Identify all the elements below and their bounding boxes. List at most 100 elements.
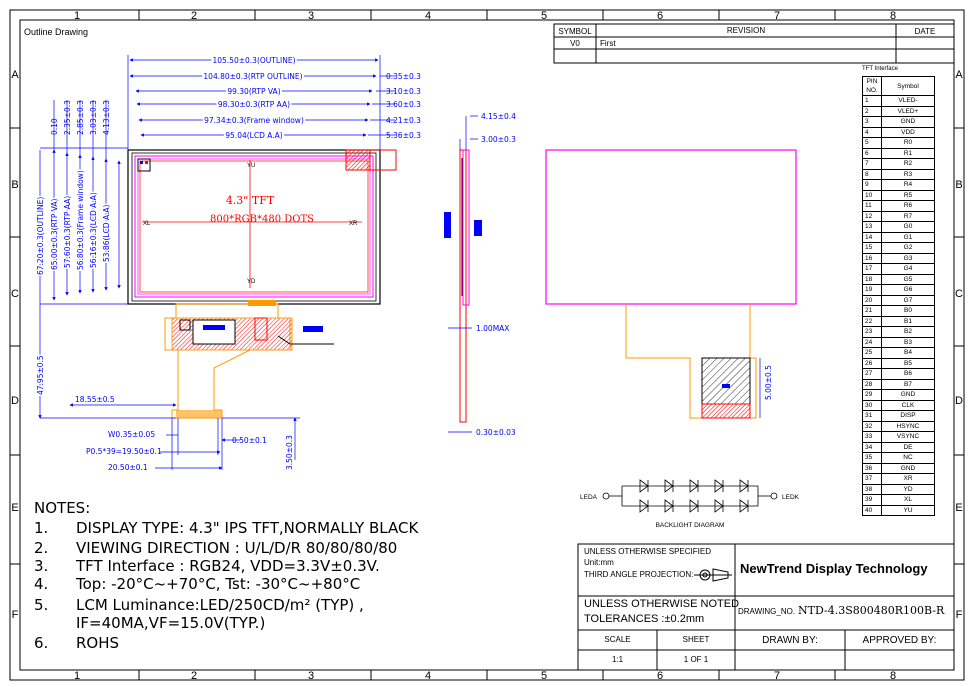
label-yu: YU [247, 163, 255, 169]
pin-number: 20 [862, 294, 882, 306]
pin-symbol: CLK [881, 399, 935, 411]
pin-symbol: R2 [881, 158, 935, 170]
note-text: Top: -20°C~+70°C, Tst: -30°C~+80°C [76, 575, 361, 593]
pin-number: 28 [862, 378, 882, 390]
pin-symbol: B0 [881, 305, 935, 317]
dim-left-top: 0.10 [50, 118, 59, 135]
row-letter: D [11, 395, 19, 407]
pin-symbol: YU [881, 504, 935, 516]
pin-number: 27 [862, 368, 882, 380]
row-letter: F [12, 609, 19, 621]
tb-approved-by: APPROVED BY: [862, 635, 937, 646]
pin-symbol: R4 [881, 179, 935, 191]
dim-left-top: 2.85±0.3 [76, 100, 85, 135]
pin-symbol: B6 [881, 368, 935, 380]
note-text: DISPLAY TYPE: 4.3" IPS TFT,NORMALLY BLAC… [76, 519, 419, 537]
col-number: 6 [657, 10, 663, 22]
pin-symbol: G7 [881, 294, 935, 306]
pin-number: 7 [862, 158, 882, 170]
dim-left: 56.16±0.3(LCD A.A) [89, 192, 98, 268]
pin-symbol: G6 [881, 284, 935, 296]
dim-fpc-h: 3.50±0.3 [285, 435, 294, 470]
dim-right: 3.10±0.3 [386, 87, 421, 96]
pin-number: 36 [862, 462, 882, 474]
backlight-diagram [602, 479, 778, 513]
row-letter: C [955, 288, 963, 300]
pin-number: 13 [862, 221, 882, 233]
tb-unit: Unit:mm [584, 558, 614, 567]
col-number: 1 [74, 10, 80, 22]
pin-number: 18 [862, 273, 882, 285]
dim-right: 4.21±0.3 [386, 116, 421, 125]
pin-number: 25 [862, 347, 882, 359]
dim-left-top: 3.03±0.3 [89, 100, 98, 135]
note-text: ROHS [76, 634, 120, 652]
dim-fpc-w: W0.35±0.05 [108, 430, 155, 439]
back-dim: 5.00±0.5 [764, 365, 773, 400]
dim-left: 65.00±0.3(RTP VA) [50, 198, 59, 270]
note-number: 4. [34, 575, 49, 593]
dim-left-top: 2.35±0.3 [63, 100, 72, 135]
sheet-border [9, 9, 965, 681]
col-number: 4 [425, 670, 431, 682]
col-number: 8 [890, 10, 896, 22]
note-item: 6.ROHS [34, 634, 119, 652]
dim-left: 53.86(LCD A.A) [102, 205, 111, 262]
pin-symbol-header: Symbol [881, 76, 935, 96]
front-view: 105.50±0.3(OUTLINE) 104.80±0.3(RTP OUTLI… [35, 54, 422, 472]
drawing-title: Outline Drawing [24, 27, 88, 37]
pin-number: 29 [862, 389, 882, 401]
dim-18: 18.55±0.5 [75, 395, 115, 404]
tb-tolerances: TOLERANCES :±0.2mm [584, 613, 705, 625]
pin-symbol: XR [881, 473, 935, 485]
pin-symbol: G2 [881, 242, 935, 254]
label-xr: XR [349, 221, 358, 227]
row-letter: A [955, 69, 963, 81]
tb-unless-noted: UNLESS OTHERWISE NOTED [584, 598, 740, 610]
pin-number: 38 [862, 483, 882, 495]
tb-drawn-by: DRAWN BY: [762, 635, 818, 646]
note-text: LCM Luminance:LED/250CD/m² (TYP) , [76, 596, 364, 614]
dim-outline-width: 105.50±0.3(OUTLINE) [212, 56, 295, 65]
dim-fpc-p: P0.5*39=19.50±0.1 [86, 447, 162, 456]
col-number: 3 [308, 670, 314, 682]
pin-no-header: PIN NO. [862, 76, 882, 96]
col-number: 2 [191, 670, 197, 682]
pin-number: 1 [862, 95, 882, 107]
tb-scale-label: SCALE [604, 635, 631, 644]
pin-symbol: VLED+ [881, 105, 935, 117]
col-number: 1 [74, 670, 80, 682]
pin-symbol: B1 [881, 315, 935, 327]
pin-symbol: B5 [881, 357, 935, 369]
pin-symbol: NC [881, 452, 935, 464]
note-number: 5. [34, 596, 49, 614]
revision-table: SYMBOL REVISION DATE V0 First [553, 23, 955, 64]
pin-number: 22 [862, 315, 882, 327]
screen-resolution: 800*RGB*480 DOTS [210, 214, 314, 225]
pin-number: 10 [862, 189, 882, 201]
pin-symbol: DE [881, 441, 935, 453]
pin-number: 8 [862, 168, 882, 180]
col-number: 3 [308, 10, 314, 22]
pin-number: 14 [862, 231, 882, 243]
